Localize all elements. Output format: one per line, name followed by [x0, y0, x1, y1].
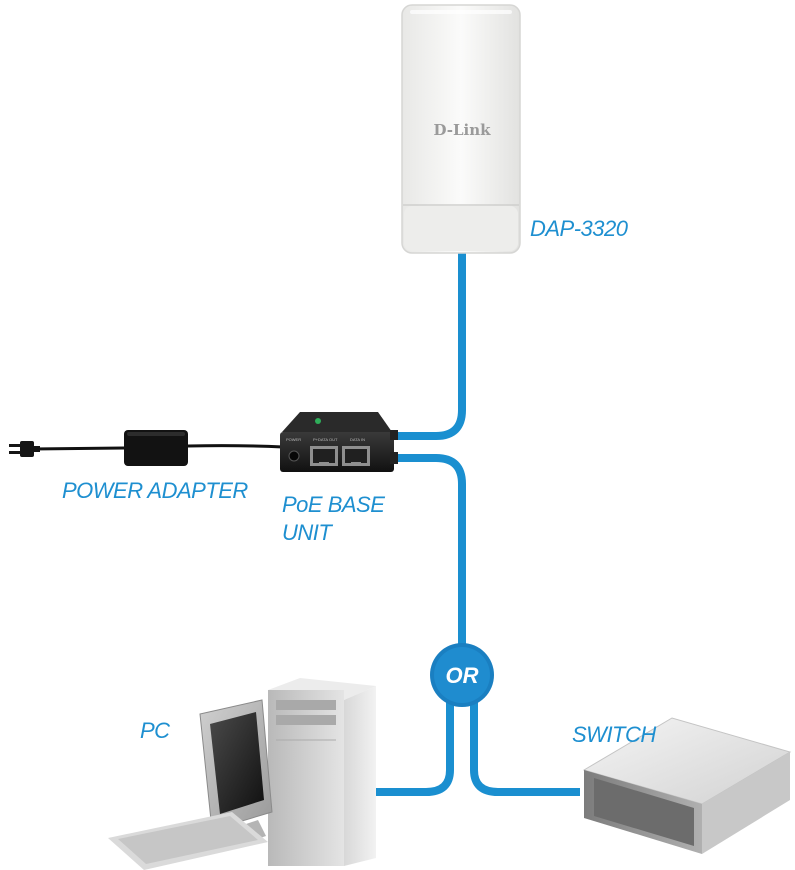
cable-ap-to-poe: [392, 250, 466, 440]
pc-tower-icon: [268, 678, 376, 866]
brand-logo: D-Link: [433, 121, 491, 139]
poe-port-label-power: POWER: [286, 437, 301, 442]
plug-icon: [9, 441, 40, 457]
device-label: DAP-3320: [530, 216, 629, 241]
cable-or-to-switch: [470, 690, 580, 796]
poe-port-label-data-in: DATA IN: [350, 437, 365, 442]
power-adapter-label: POWER ADAPTER: [62, 478, 248, 503]
poe-led-icon: [315, 418, 321, 424]
or-badge: OR: [430, 643, 494, 707]
keyboard-icon: [108, 812, 268, 870]
cord-adapter-to-poe: [187, 444, 284, 449]
power-adapter-icon: [124, 430, 188, 466]
cable-poe-to-or: [396, 454, 466, 680]
power-jack-icon: [288, 450, 300, 462]
pc-label: PC: [140, 718, 170, 743]
power-cord: [9, 430, 284, 466]
switch-label: SWITCH: [572, 722, 656, 747]
poe-base-unit-icon: POWER P+DATA OUT DATA IN: [280, 412, 398, 472]
switch-icon: [582, 717, 792, 854]
cables: [368, 250, 580, 796]
access-point-icon: D-Link: [401, 4, 521, 254]
ethernet-port-icon: [342, 446, 370, 466]
cable-or-to-pc: [368, 690, 454, 796]
or-label: OR: [446, 663, 479, 688]
poe-label-line2: UNIT: [282, 520, 333, 545]
cord-plug-to-adapter: [31, 446, 125, 451]
poe-port-label-data-out: P+DATA OUT: [313, 437, 338, 442]
poe-label-line1: PoE BASE: [282, 492, 385, 517]
pc-icon: [108, 678, 376, 870]
ethernet-port-icon: [310, 446, 338, 466]
